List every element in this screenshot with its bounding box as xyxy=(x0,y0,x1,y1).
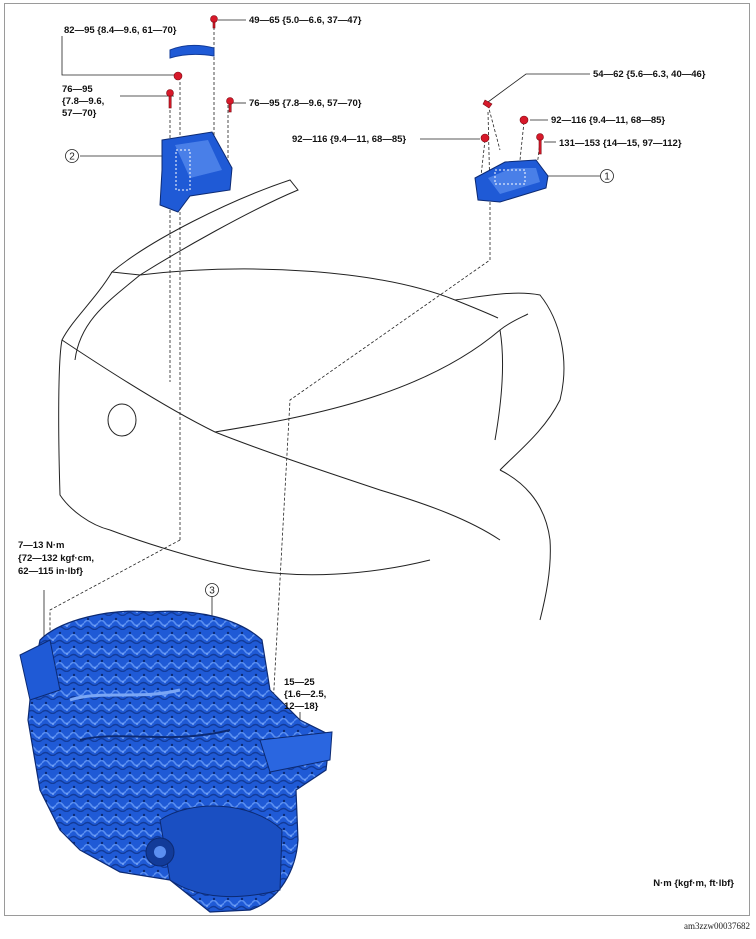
torque-label: 49—65 {5.0—6.6, 37—47} xyxy=(249,15,362,26)
torque-label: {72—132 kgf·cm, xyxy=(18,553,94,564)
torque-label: 92—116 {9.4—11, 68—85} xyxy=(292,134,406,145)
torque-label: 76—95 xyxy=(62,84,93,95)
image-id-label: am3zzw00037682 xyxy=(684,921,750,931)
torque-label: 7—13 N·m xyxy=(18,540,64,551)
unit-note: N·m {kgf·m, ft·lbf} xyxy=(653,878,734,889)
torque-label: 76—95 {7.8—9.6, 57—70} xyxy=(249,98,362,109)
diagram-frame xyxy=(4,3,750,916)
bolt-icon xyxy=(226,97,234,113)
torque-label: 131—153 {14—15, 97—112} xyxy=(559,138,682,149)
torque-label: 92—116 {9.4—11, 68—85} xyxy=(551,115,665,126)
torque-label: 54—62 {5.6—6.3, 40—46} xyxy=(593,69,706,80)
callout-3: 3 xyxy=(205,583,219,597)
torque-label: 57—70} xyxy=(62,108,97,119)
bolt-icon xyxy=(482,99,493,109)
bolt-icon xyxy=(519,115,529,125)
bolt-icon xyxy=(173,71,183,81)
torque-label: 12—18} xyxy=(284,701,319,712)
bolt-icon xyxy=(480,133,490,143)
bolt-icon xyxy=(166,89,174,109)
engine-assembly-part-3 xyxy=(19,610,333,913)
torque-label: 82—95 {8.4—9.6, 61—70} xyxy=(64,25,177,36)
callout-2: 2 xyxy=(65,149,79,163)
torque-labels: 82—95 {8.4—9.6, 61—70} 49—65 {5.0—6.6, 3… xyxy=(18,15,706,712)
svg-text:1: 1 xyxy=(604,172,610,183)
vehicle-body-outline xyxy=(58,179,565,621)
engine-mount-bracket-part-2 xyxy=(159,44,233,213)
svg-text:2: 2 xyxy=(69,152,75,163)
torque-label: 15—25 xyxy=(284,677,315,688)
torque-label: 62—115 in·lbf} xyxy=(18,566,83,577)
bolt-icon xyxy=(536,133,544,155)
bolts xyxy=(166,15,544,155)
torque-label: {7.8—9.6, xyxy=(62,96,104,107)
bolt-icon xyxy=(210,15,218,29)
transaxle-mount-part-1 xyxy=(474,159,549,203)
callout-1: 1 xyxy=(600,169,614,183)
svg-text:3: 3 xyxy=(209,586,215,597)
torque-label: {1.6—2.5, xyxy=(284,689,326,700)
